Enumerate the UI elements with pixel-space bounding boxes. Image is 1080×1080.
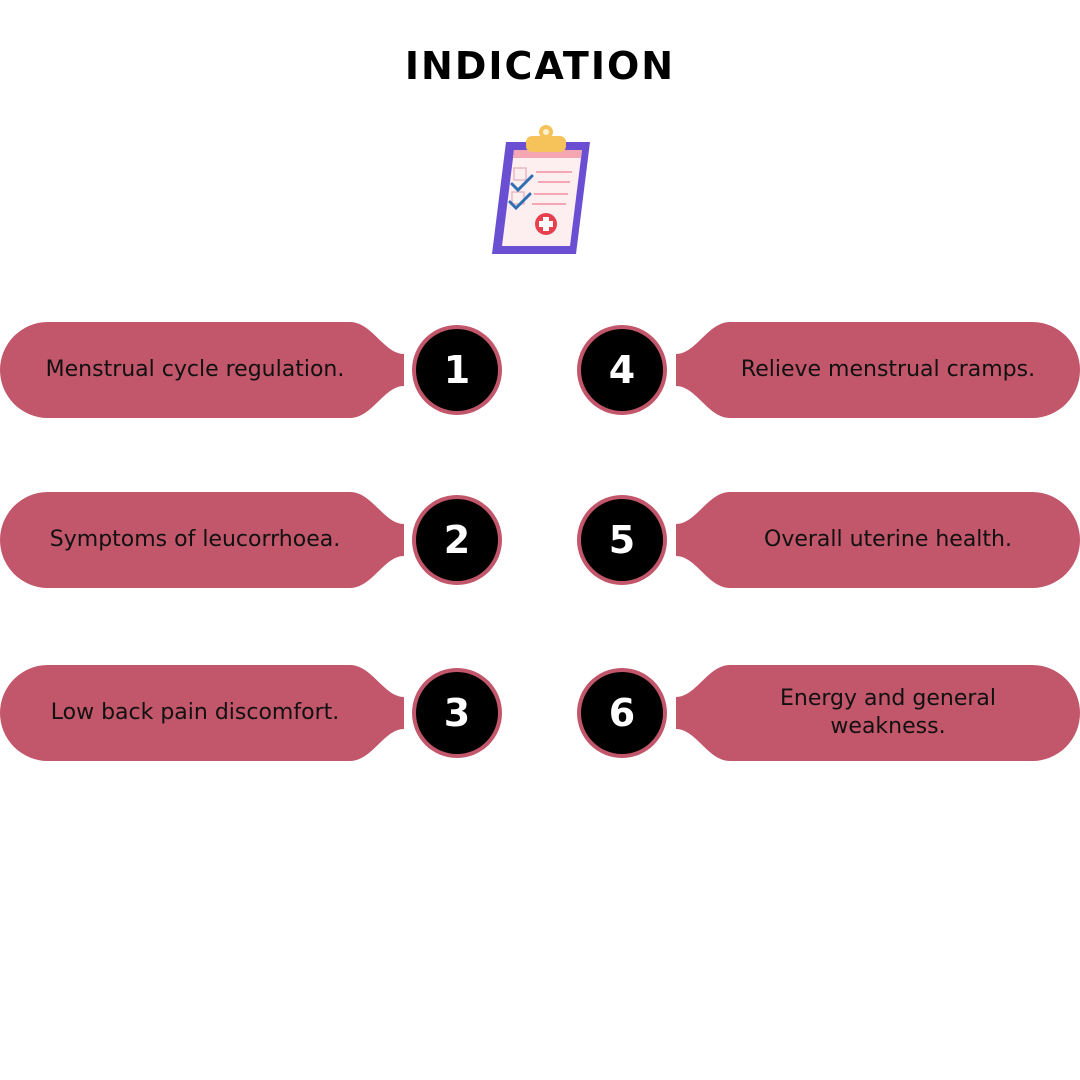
indication-number: 5 [608, 518, 636, 562]
indication-text: Low back pain discomfort. [50, 700, 340, 725]
indication-number: 2 [443, 518, 471, 562]
pill-shape [577, 492, 1080, 588]
indication-item-3: Low back pain discomfort. 3 [0, 665, 504, 761]
pill-shape [0, 322, 502, 418]
pill-shape [577, 665, 1080, 761]
indication-item-1: Menstrual cycle regulation. 1 [0, 322, 504, 418]
indication-item-6: Energy and general weakness. 6 [576, 665, 1080, 761]
indication-text: Overall uterine health. [764, 527, 1012, 552]
clipboard-checklist-icon [492, 125, 590, 254]
pill-shape [0, 492, 502, 588]
indication-item-4: Relieve menstrual cramps. 4 [576, 322, 1080, 418]
indication-number: 6 [608, 691, 636, 735]
indication-number: 4 [608, 348, 636, 392]
pill-shape [577, 322, 1080, 418]
indication-number: 3 [443, 691, 471, 735]
indication-text: Symptoms of leucorrhoea. [49, 527, 341, 552]
indication-item-5: Overall uterine health. 5 [576, 492, 1080, 588]
indication-text: Relieve menstrual cramps. [740, 357, 1036, 382]
indication-number: 1 [443, 348, 471, 392]
pill-shape [0, 665, 502, 761]
indication-item-2: Symptoms of leucorrhoea. 2 [0, 492, 504, 588]
indication-text: Menstrual cycle regulation. [45, 357, 345, 382]
page-title: INDICATION [404, 44, 676, 88]
indication-text: Energy and general weakness. [779, 686, 996, 739]
